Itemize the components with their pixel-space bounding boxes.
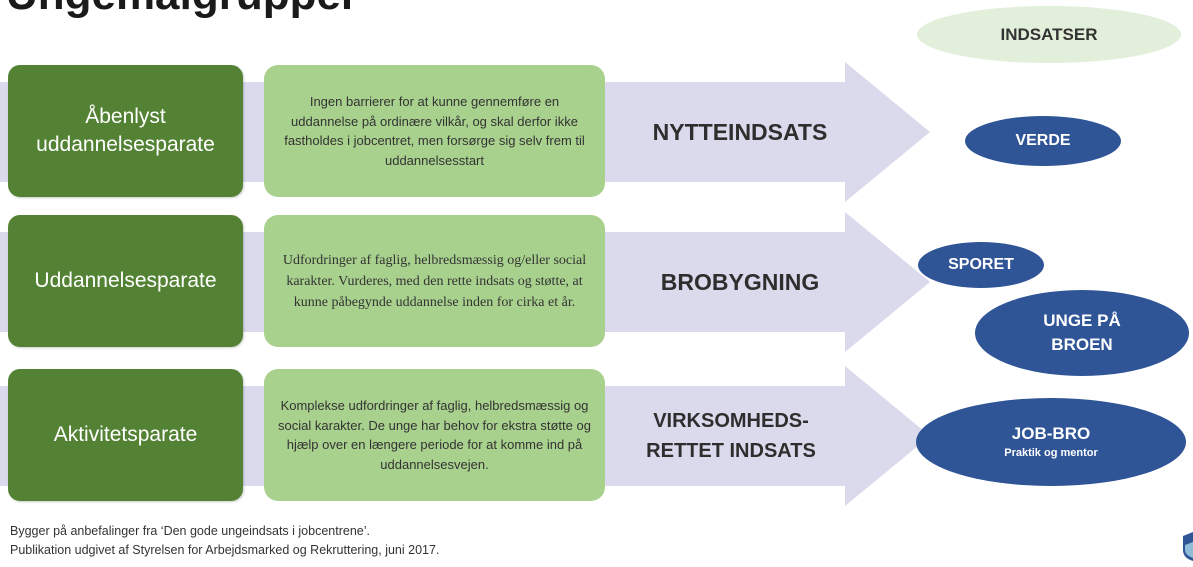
category-label: Aktivitetsparate: [53, 422, 198, 446]
description-box: Komplekse udfordringer af faglig, helbre…: [264, 369, 605, 501]
oval-label: JOB-BRO: [1011, 424, 1091, 444]
footer-line-2: Publikation udgivet af Styrelsen for Arb…: [10, 543, 440, 558]
row-uddannelsesparate: Uddannelsesparate Udfordringer af faglig…: [0, 212, 930, 352]
row-label: VIRKSOMHEDS-RETTET INDSATS: [636, 366, 826, 506]
category-box: Uddannelsesparate: [8, 215, 243, 347]
category-label: Åbenlyst uddannelsesparate: [36, 104, 215, 156]
category-label: Uddannelsesparate: [34, 268, 217, 292]
oval-label: VERDE: [1015, 131, 1071, 149]
row-aabenlyst: Åbenlyst uddannelsesparate Ingen barrier…: [0, 62, 930, 202]
category-box: Aktivitetsparate: [8, 369, 243, 501]
footer-line-1: Bygger på anbefalinger fra ‘Den gode ung…: [10, 524, 370, 538]
logo-icon: [1183, 532, 1193, 561]
oval-sublabel: Praktik og mentor: [1004, 447, 1098, 460]
page-title: Ungemålgrupper: [6, 0, 358, 20]
row-label-text: VIRKSOMHEDS-RETTET INDSATS: [646, 410, 816, 462]
indsatser-header: INDSATSER: [917, 6, 1181, 63]
row-aktivitetsparate: Aktivitetsparate Komplekse udfordringer …: [0, 366, 930, 506]
category-box: Åbenlyst uddannelsesparate: [8, 65, 243, 197]
oval-sporet: SPORET: [918, 242, 1044, 288]
row-label: NYTTEINDSATS: [652, 118, 828, 145]
description-box: Udfordringer af faglig, helbredsmæssig o…: [264, 215, 605, 347]
oval-job-bro: JOB-BRO Praktik og mentor: [916, 398, 1186, 486]
footer-source: Bygger på anbefalinger fra ‘Den gode ung…: [10, 522, 439, 561]
description-text: Udfordringer af faglig, helbredsmæssig o…: [282, 252, 587, 310]
oval-verde: VERDE: [965, 116, 1121, 166]
description-text: Komplekse udfordringer af faglig, helbre…: [278, 398, 591, 472]
oval-unge-paa-broen: UNGE PÅ BROEN: [975, 290, 1189, 376]
description-box: Ingen barrierer for at kunne gennemføre …: [264, 65, 605, 197]
oval-label: SPORET: [948, 255, 1014, 273]
description-text: Ingen barrierer for at kunne gennemføre …: [284, 94, 585, 168]
row-label: BROBYGNING: [660, 268, 820, 295]
oval-label: UNGE PÅ BROEN: [1043, 311, 1121, 354]
